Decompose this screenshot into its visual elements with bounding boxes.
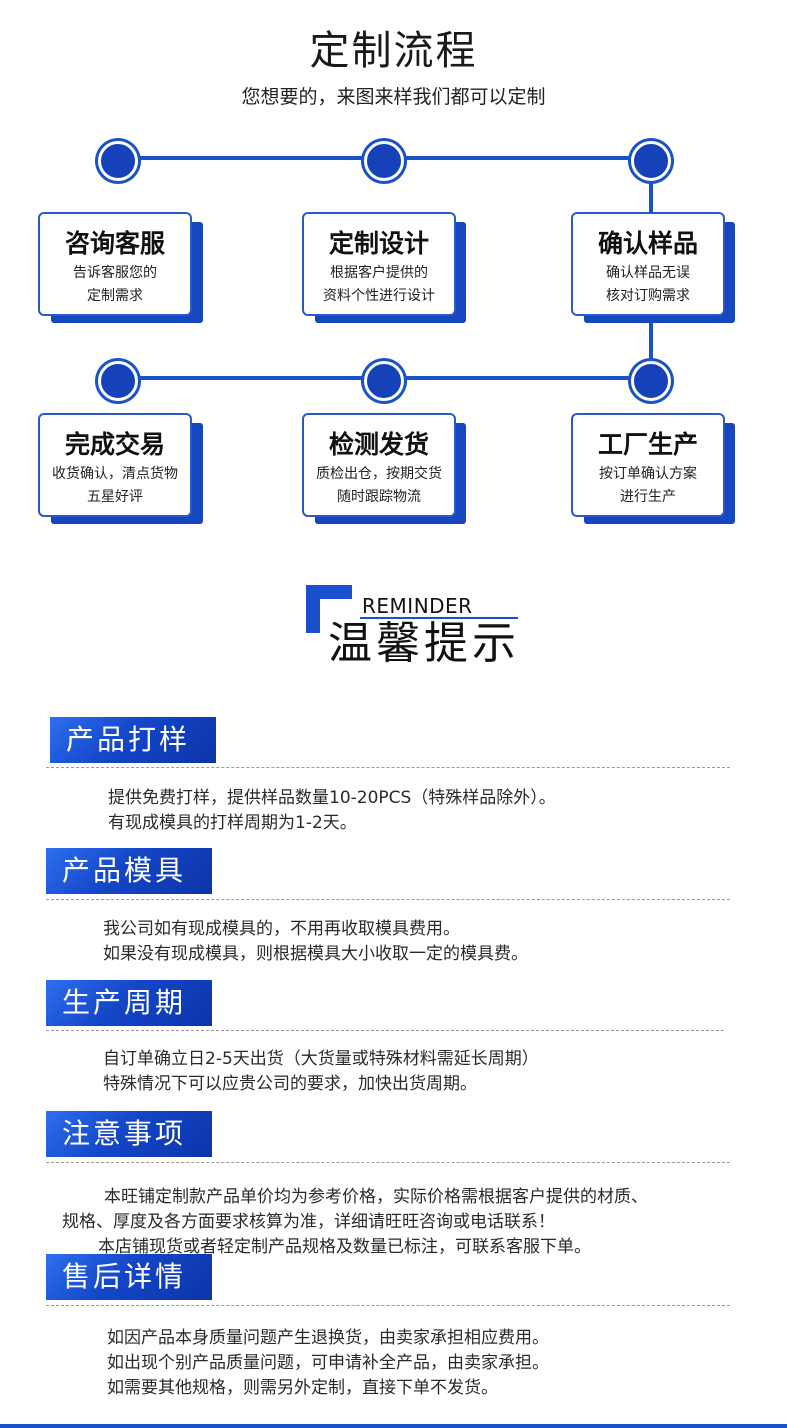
step-title: 工厂生产 (597, 430, 698, 459)
flow-step-complete: 完成交易 收货确认，清点货物 五星好评 (38, 413, 192, 517)
step-desc: 根据客户提供的 (330, 265, 428, 281)
flow-node (98, 141, 138, 181)
step-desc: 定制需求 (87, 288, 143, 304)
reminder-underline (360, 617, 518, 619)
section-label-sampling: 产品打样 (50, 717, 216, 763)
reminder-english: REMINDER (362, 594, 473, 618)
section-label-cycle: 生产周期 (46, 980, 212, 1026)
section-text: 我公司如有现成模具的，不用再收取模具费用。 (103, 919, 460, 939)
section-text: 本旺铺定制款产品单价均为参考价格，实际价格需根据客户提供的材质、 (104, 1187, 648, 1207)
step-desc: 资料个性进行设计 (323, 288, 435, 304)
reminder-corner-bar (306, 585, 352, 599)
section-text: 有现成模具的打样周期为1-2天。 (108, 813, 357, 833)
flow-node (364, 361, 404, 401)
step-desc: 确认样品无误 (606, 265, 690, 281)
section-divider (46, 767, 730, 768)
reminder-heading: 温馨提示 (328, 618, 520, 669)
step-desc: 按订单确认方案 (599, 466, 697, 482)
section-divider (46, 1030, 724, 1031)
section-divider (46, 1305, 730, 1306)
section-text: 如需要其他规格，则需另外定制，直接下单不发货。 (107, 1378, 498, 1398)
section-text: 提供免费打样，提供样品数量10-20PCS（特殊样品除外）。 (108, 788, 556, 808)
section-label-mold: 产品模具 (46, 848, 212, 894)
section-text: 本店铺现货或者轻定制产品规格及数量已标注，可联系客服下单。 (98, 1237, 591, 1257)
page-subtitle: 您想要的，来图来样我们都可以定制 (241, 86, 546, 108)
section-text: 自订单确立日2-5天出货（大货量或特殊材料需延长周期） (103, 1049, 539, 1069)
section-divider (46, 899, 730, 900)
step-desc: 告诉客服您的 (73, 265, 157, 281)
flow-node (631, 361, 671, 401)
step-title: 确认样品 (597, 229, 698, 258)
flow-step-confirm-sample: 确认样品 确认样品无误 核对订购需求 (571, 212, 725, 316)
flow-step-production: 工厂生产 按订单确认方案 进行生产 (571, 413, 725, 517)
section-text: 如出现个别产品质量问题，可申请补全产品，由卖家承担。 (107, 1353, 549, 1373)
section-label-notes: 注意事项 (46, 1111, 212, 1157)
step-desc: 核对订购需求 (606, 288, 690, 304)
flow-step-inspect-ship: 检测发货 质检出仓，按期交货 随时跟踪物流 (302, 413, 456, 517)
flow-node (98, 361, 138, 401)
page-title: 定制流程 (309, 28, 478, 74)
section-text: 如因产品本身质量问题产生退换货，由卖家承担相应费用。 (107, 1328, 549, 1348)
flow-node (631, 141, 671, 181)
step-desc: 进行生产 (620, 489, 676, 505)
step-desc: 五星好评 (87, 489, 143, 505)
section-text: 如果没有现成模具，则根据模具大小收取一定的模具费。 (103, 944, 528, 964)
step-title: 检测发货 (328, 430, 429, 459)
section-text: 特殊情况下可以应贵公司的要求，加快出货周期。 (103, 1074, 477, 1094)
step-title: 完成交易 (64, 430, 165, 459)
section-divider (46, 1162, 730, 1163)
step-desc: 随时跟踪物流 (337, 489, 421, 505)
step-desc: 质检出仓，按期交货 (316, 466, 442, 482)
step-desc: 收货确认，清点货物 (52, 466, 178, 482)
flow-node (364, 141, 404, 181)
flow-step-consult: 咨询客服 告诉客服您的 定制需求 (38, 212, 192, 316)
section-label-aftersales: 售后详情 (46, 1254, 212, 1300)
footer-accent-line (0, 1424, 787, 1428)
flow-step-design: 定制设计 根据客户提供的 资料个性进行设计 (302, 212, 456, 316)
step-title: 定制设计 (328, 229, 429, 258)
section-text: 规格、厚度及各方面要求核算为准，详细请旺旺咨询或电话联系！ (62, 1212, 555, 1232)
step-title: 咨询客服 (64, 229, 165, 258)
